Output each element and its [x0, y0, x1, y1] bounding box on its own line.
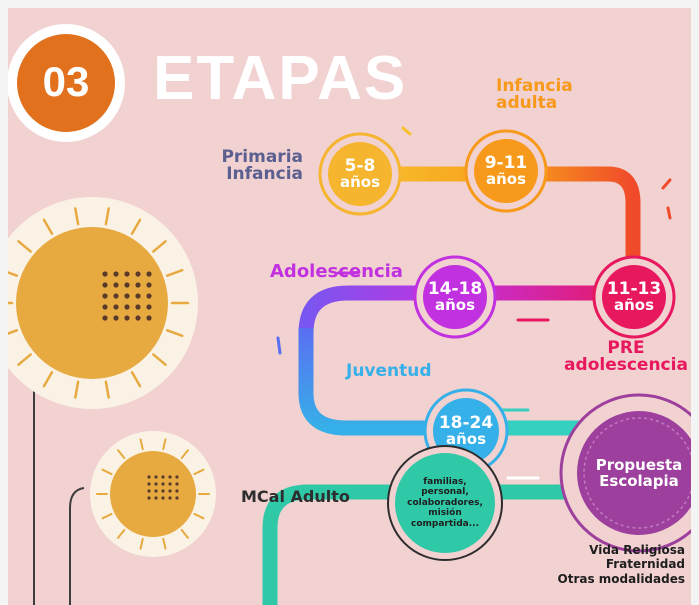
sun-ray [193, 468, 205, 476]
stage-path-graphic [8, 24, 691, 605]
sun-ray [74, 207, 80, 226]
sun-ray [139, 537, 144, 550]
sun-dot [146, 282, 152, 288]
sun-ray [101, 512, 113, 520]
sun-large-icon [8, 197, 198, 409]
sun-dot [154, 475, 158, 479]
modalidades-list: Vida Religiosa Fraternidad Otras modalid… [508, 543, 686, 586]
sun-ray [42, 371, 54, 388]
sun-dot [135, 271, 141, 277]
modalidad-item: Otras modalidades [557, 571, 686, 586]
sun-dot [113, 315, 119, 321]
sun-dot [175, 496, 179, 500]
sun-dot [175, 482, 179, 486]
sun-dot [161, 482, 165, 486]
sun-ray [101, 468, 113, 476]
sun-dot [102, 282, 108, 288]
sun-dot [124, 304, 130, 310]
stage-label-adolescencia: Adolescencia [270, 261, 403, 282]
sun-small-icon [90, 431, 216, 557]
sun-ray [74, 380, 80, 399]
sun-dot [146, 315, 152, 321]
sun-dot [113, 282, 119, 288]
sun-dot [168, 482, 172, 486]
sun-dot [175, 475, 179, 479]
sun-dot [168, 489, 172, 493]
infographic-canvas: 03 ETAPAS Primaria Infancia Infancia adu… [8, 8, 691, 605]
sun-ray [165, 268, 184, 277]
sun-ray [152, 240, 167, 253]
sun-dot [135, 304, 141, 310]
sun-dot [124, 293, 130, 299]
sun-dot [102, 271, 108, 277]
sun-dot [135, 282, 141, 288]
sun-ray [104, 207, 110, 226]
decor-line [69, 487, 85, 605]
sun-dot [102, 315, 108, 321]
sun-dot [147, 489, 151, 493]
sun-dot [147, 475, 151, 479]
sun-dot [135, 315, 141, 321]
sun-dot [102, 293, 108, 299]
stage-label-juventud: Juventud [346, 361, 432, 381]
sun-ray [180, 449, 189, 460]
sun-ray [117, 528, 126, 539]
sun-ray [162, 438, 167, 451]
sun-ray [104, 380, 110, 399]
mcal-circle-text: familias, personal, colaboradores, misió… [407, 477, 483, 529]
sun-dot [154, 489, 158, 493]
sun-dot [146, 271, 152, 277]
sun-dot [124, 282, 130, 288]
sun-dot [124, 271, 130, 277]
sun-ray [193, 512, 205, 520]
sun-ray [17, 240, 32, 253]
stage-label-primaria: Primaria Infancia [221, 147, 303, 184]
sun-dot [168, 475, 172, 479]
sun-dot [154, 496, 158, 500]
modalidad-item: Vida Religiosa [589, 543, 685, 557]
header-circle [17, 34, 115, 132]
sun-ray [162, 537, 167, 550]
sun-ray [8, 271, 19, 277]
sun-ray [17, 353, 32, 366]
propuesta-title: Propuesta Escolapia [595, 455, 683, 490]
sun-dot [147, 496, 151, 500]
sun-dot [161, 496, 165, 500]
sun-dot [147, 482, 151, 486]
sun-ray [139, 438, 144, 451]
sun-ray [152, 353, 167, 366]
sun-dot [175, 489, 179, 493]
sun-dot [161, 475, 165, 479]
sun-dot [168, 496, 172, 500]
sun-dot [113, 304, 119, 310]
sun-ray [42, 218, 54, 235]
stage-label-preadolescencia: PRE adolescencia [564, 338, 688, 375]
sun-dot [102, 304, 108, 310]
page-title: ETAPAS [153, 44, 408, 113]
section-number: 03 [42, 58, 90, 105]
sun-ray [130, 218, 142, 235]
sun-ray [117, 449, 126, 460]
sun-dot [146, 293, 152, 299]
sun-ray [8, 329, 19, 335]
sun-dot [146, 304, 152, 310]
modalidad-item: Fraternidad [605, 557, 685, 572]
sun-ray [165, 329, 184, 338]
sun-dot [161, 489, 165, 493]
sun-ray [130, 371, 142, 388]
stage-label-mcal-adulto: MCal Adulto [241, 487, 350, 506]
sun-dot [113, 271, 119, 277]
sun-ray [180, 528, 189, 539]
stage-label-infancia-adulta: Infancia adulta [496, 76, 573, 113]
sun-dot [154, 482, 158, 486]
sun-dot [135, 293, 141, 299]
sun-dot [124, 315, 130, 321]
sun-dot [113, 293, 119, 299]
